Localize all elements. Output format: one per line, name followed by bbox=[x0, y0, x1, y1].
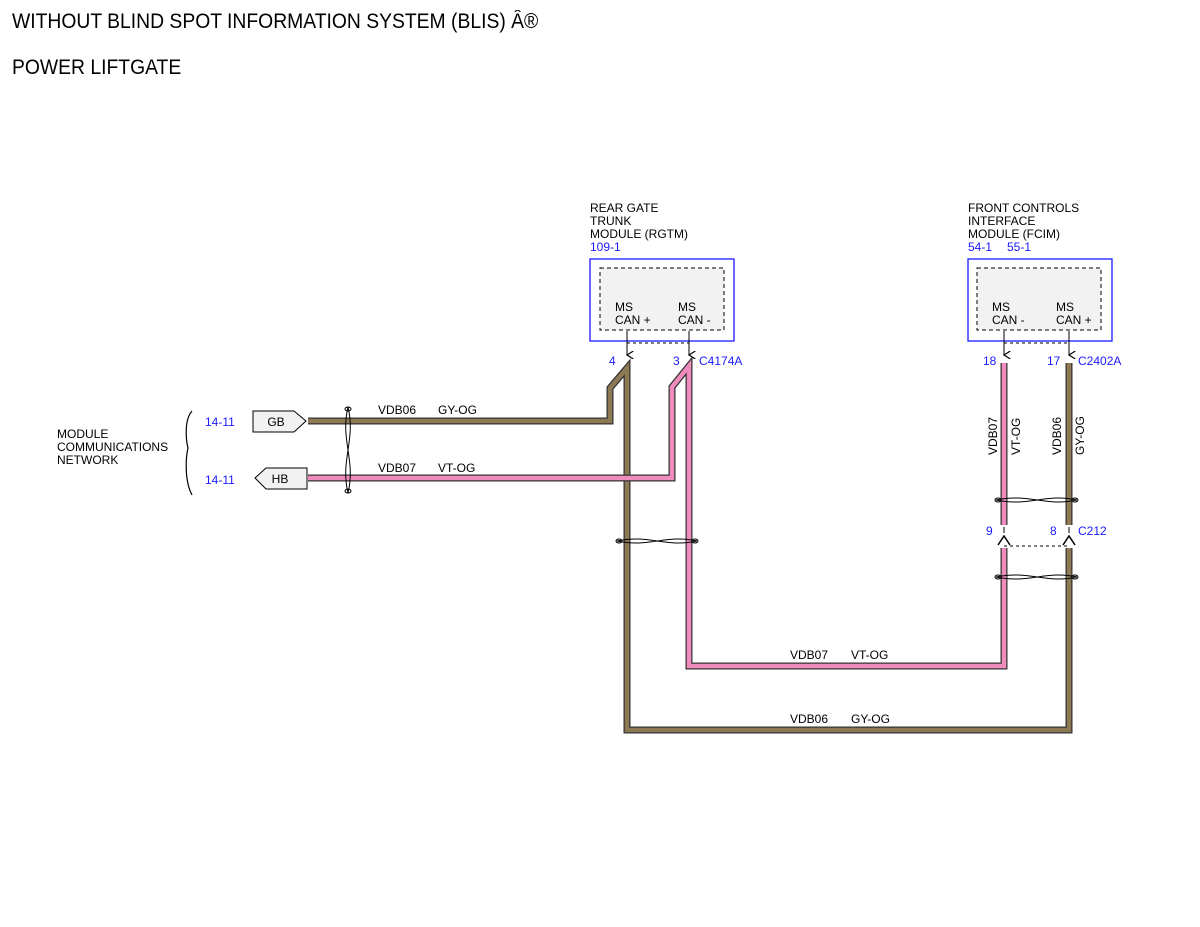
wire-color-label: VT-OG bbox=[438, 461, 475, 475]
fcim-module[interactable] bbox=[967, 258, 1113, 342]
wire-color-label: GY-OG bbox=[851, 712, 890, 726]
connector-gb[interactable]: GB bbox=[252, 410, 307, 433]
network-label-line: COMMUNICATIONS bbox=[57, 440, 168, 454]
network-label-line: MODULE bbox=[57, 427, 108, 441]
connector-c4174a[interactable]: C4174A bbox=[699, 354, 742, 368]
fcim-pin-label: MS bbox=[1056, 300, 1074, 314]
wire-color-label: GY-OG bbox=[1073, 416, 1087, 455]
wire-gy-og bbox=[308, 358, 1073, 734]
twisted-pair-symbol bbox=[994, 497, 1079, 503]
rgtm-name-line: REAR GATE bbox=[590, 201, 658, 215]
fcim-pin-number: 18 bbox=[983, 354, 997, 368]
fcim-pin-label: MS bbox=[992, 300, 1010, 314]
c212-pin-number: 9 bbox=[986, 524, 993, 538]
wire-circuit-label: VDB07 bbox=[378, 461, 416, 475]
connector-hb[interactable]: HB bbox=[254, 467, 308, 490]
twisted-pair-symbol bbox=[994, 574, 1079, 580]
rgtm-pin-number: 3 bbox=[673, 354, 680, 368]
rgtm-pin-number: 4 bbox=[609, 354, 616, 368]
network-ref[interactable]: 14-11 bbox=[205, 415, 235, 429]
wire-circuit-label: VDB07 bbox=[790, 648, 828, 662]
connector-hb-label: HB bbox=[272, 472, 289, 486]
network-label-line: NETWORK bbox=[57, 453, 118, 467]
wire-circuit-label: VDB06 bbox=[378, 403, 416, 417]
wire-circuit-label: VDB07 bbox=[986, 417, 1000, 455]
rgtm-pin-label: CAN - bbox=[678, 313, 711, 327]
fcim-name-line: FRONT CONTROLS bbox=[968, 201, 1079, 215]
rgtm-name-line: TRUNK bbox=[590, 214, 631, 228]
network-brace bbox=[185, 410, 193, 496]
fcim-ref[interactable]: 55-1 bbox=[1007, 240, 1031, 254]
rgtm-pin-label: CAN + bbox=[615, 313, 651, 327]
page-subtitle: POWER LIFTGATE bbox=[12, 56, 182, 79]
connector-c2402a[interactable]: C2402A bbox=[1078, 354, 1121, 368]
rgtm-pin-label: MS bbox=[678, 300, 696, 314]
connector-c212[interactable]: C212 bbox=[1078, 524, 1107, 538]
fcim-ref[interactable]: 54-1 bbox=[968, 240, 992, 254]
fcim-pin-label: CAN + bbox=[1056, 313, 1092, 327]
network-ref[interactable]: 14-11 bbox=[205, 473, 235, 487]
page-title: WITHOUT BLIND SPOT INFORMATION SYSTEM (B… bbox=[12, 10, 539, 33]
rgtm-ref[interactable]: 109-1 bbox=[590, 240, 621, 254]
fcim-pin-label: CAN - bbox=[992, 313, 1025, 327]
wire-circuit-label: VDB06 bbox=[1050, 417, 1064, 455]
pin-arrow-icon bbox=[997, 534, 1011, 546]
pin-arrow-icon bbox=[1062, 534, 1076, 546]
wire-color-label: VT-OG bbox=[1009, 418, 1023, 455]
rgtm-module[interactable] bbox=[589, 258, 735, 342]
wire-vt-og bbox=[308, 356, 1008, 670]
fcim-name-line: INTERFACE bbox=[968, 214, 1035, 228]
fcim-name-line: MODULE (FCIM) bbox=[968, 227, 1060, 241]
connector-gb-label: GB bbox=[267, 415, 284, 429]
twisted-pair-symbol bbox=[615, 538, 699, 544]
wire-color-label: VT-OG bbox=[851, 648, 888, 662]
wire-circuit-label: VDB06 bbox=[790, 712, 828, 726]
twisted-pair-symbol bbox=[344, 406, 352, 494]
wire-color-label: GY-OG bbox=[438, 403, 477, 417]
c212-pin-number: 8 bbox=[1050, 524, 1057, 538]
fcim-pin-number: 17 bbox=[1047, 354, 1061, 368]
rgtm-name-line: MODULE (RGTM) bbox=[590, 227, 688, 241]
rgtm-pin-label: MS bbox=[615, 300, 633, 314]
